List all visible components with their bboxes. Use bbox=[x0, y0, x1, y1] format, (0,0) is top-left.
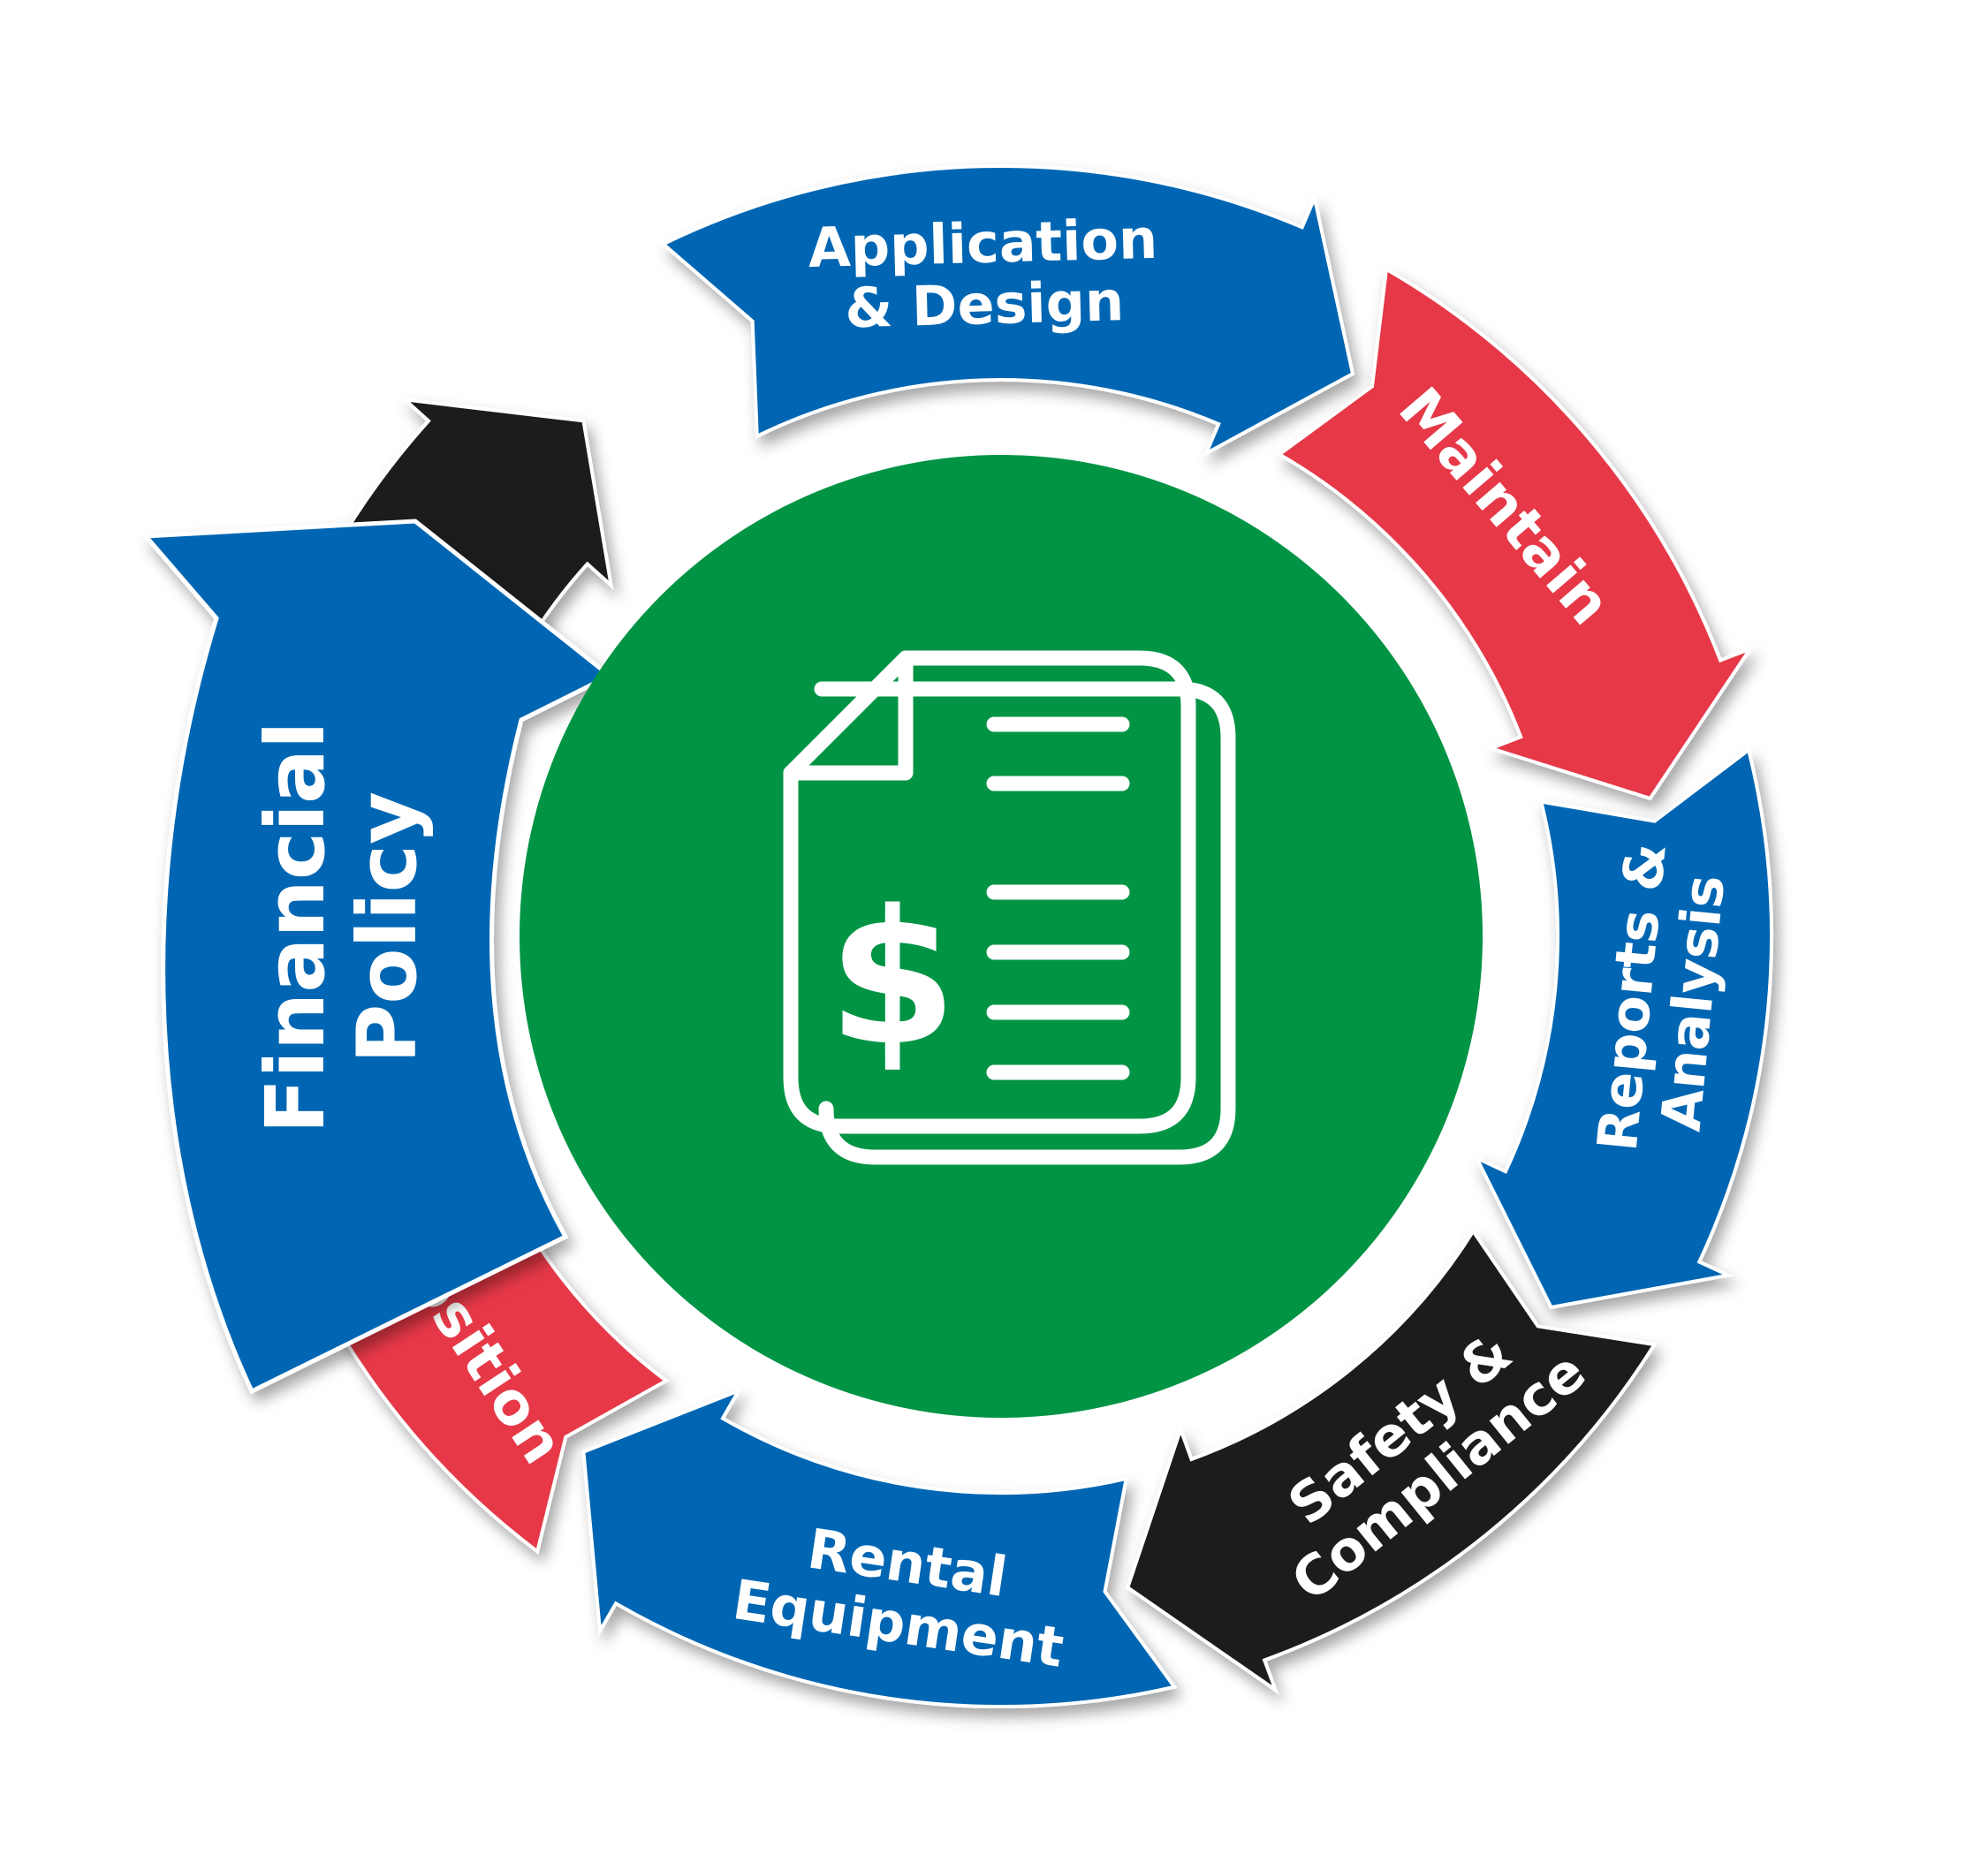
segment-reports-analysis: Reports &Analysis bbox=[1472, 746, 1774, 1310]
financial-policy-label-line: Policy bbox=[340, 791, 435, 1064]
segment-application-design: Application& Design bbox=[660, 164, 1355, 458]
segment-arrow-reports-analysis bbox=[1472, 746, 1774, 1310]
segment-label-line: Application bbox=[808, 207, 1158, 280]
dollar-sign: $ bbox=[828, 870, 957, 1086]
segment-maintain: Maintain bbox=[1276, 266, 1755, 801]
financial-policy-callout: FinancialPolicy bbox=[140, 519, 614, 1395]
financial-policy-label-line: Financial bbox=[248, 721, 343, 1133]
segment-arrow-maintain bbox=[1276, 266, 1755, 801]
segment-label-application-design: Application& Design bbox=[808, 207, 1160, 342]
segment-rental-equipment: RentalEquipment bbox=[581, 1387, 1178, 1709]
financial-policy-label: FinancialPolicy bbox=[248, 721, 435, 1133]
segment-arrow-rental-equipment bbox=[581, 1387, 1178, 1709]
segment-label-line: & Design bbox=[844, 269, 1125, 340]
financial-policy-arrow bbox=[140, 519, 614, 1395]
segment-safety-compliance: Safety &Compliance bbox=[1125, 1228, 1658, 1695]
segment-arrow-safety-compliance bbox=[1125, 1228, 1658, 1695]
segment-arrow-application-design bbox=[660, 164, 1355, 458]
center-circle bbox=[520, 455, 1483, 1418]
financial-document-dollar-icon bbox=[783, 650, 1236, 1165]
center-hub: $ bbox=[520, 455, 1483, 1418]
